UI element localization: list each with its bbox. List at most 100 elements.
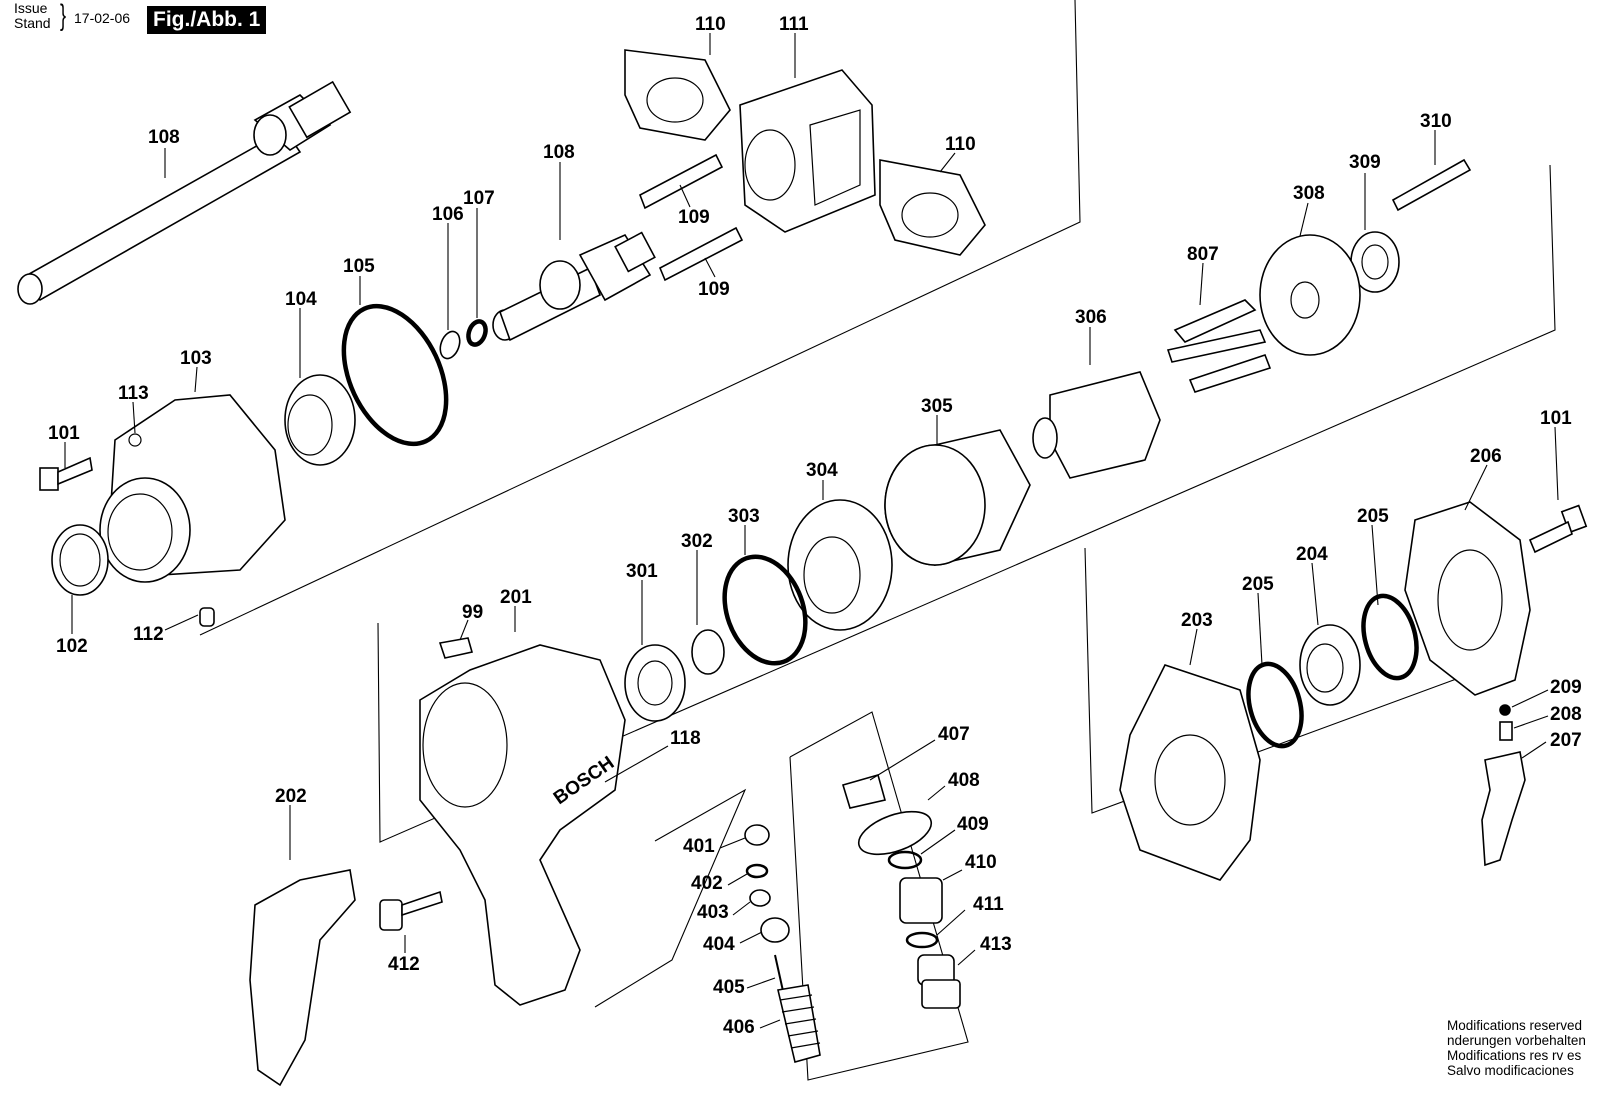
part-label: 409 [957,814,989,835]
leader-lines [64,33,1559,1029]
endplate-group-frame [1084,547,1509,814]
part-label: 103 [180,348,212,369]
part-label: 205 [1357,506,1389,527]
modifications-note: Modifications reserved nderungen vorbeha… [1447,1018,1586,1078]
o-ring-411-part [905,931,939,949]
valve-seat-part [760,917,790,943]
reverse-lever-part [1481,751,1526,867]
part-label: 412 [388,954,420,975]
part-label: 108 [148,127,180,148]
part-label: 205 [1242,574,1274,595]
o-ring-402-part [745,863,769,879]
pin-lower-part [658,226,744,282]
footer-line: Modifications reserved [1447,1018,1583,1033]
part-label: 209 [1550,677,1582,698]
part-label: 207 [1550,730,1582,751]
part-label: 118 [670,728,701,749]
trigger-part [379,890,443,931]
part-label: 110 [945,134,976,155]
part-label: 112 [133,624,164,645]
part-label: 111 [779,14,809,35]
plug-part [199,607,215,627]
part-label: 309 [1349,152,1381,173]
anvil-part [492,231,656,342]
part-label: 407 [938,724,970,745]
part-number-labels: 108 108 110 110 111 109 109 106 107 105 … [48,14,1582,1038]
inlet-bushing-part [899,877,943,924]
issue-date: 17-02-06 [74,10,131,26]
part-label: 413 [980,934,1012,955]
part-label: 302 [681,531,713,552]
part-label: 204 [1296,544,1328,565]
spacer-ring-part [691,629,725,675]
air-inlet-fitting-part [917,954,961,1009]
deflector-part [841,774,886,809]
handle-grip-part [249,869,356,1087]
part-label: 101 [48,423,80,444]
part-label: 304 [806,460,838,481]
retaining-ring-part [439,330,461,360]
part-label: 308 [1293,183,1325,204]
part-label: 101 [1540,408,1572,429]
part-label: 807 [1187,244,1219,265]
part-label: 102 [56,636,88,657]
pin-310-part [1391,158,1472,212]
part-label: 106 [432,204,464,225]
gear-group-frame [199,0,1081,636]
front-plate-part [787,499,893,631]
vanes-part [1166,299,1272,393]
ball-bearing-front-part [624,644,686,722]
rotor-part [1032,371,1161,479]
footer-line: Salvo modificaciones [1447,1063,1574,1078]
cylinder-part [884,429,1031,567]
o-ring-205b-part [1361,593,1419,681]
bushing-part [284,374,356,466]
part-label: 113 [118,383,149,404]
screw-right-part [1528,504,1588,554]
gasket-part [1119,664,1261,881]
footer-line: Modifications res rv es [1447,1048,1582,1063]
filter-screen-part [857,810,933,856]
inlet-group-frame [789,711,969,1081]
part-label: 401 [683,836,715,857]
seal-ring-part [51,524,109,596]
part-label: 110 [695,14,726,35]
part-label: 403 [697,902,729,923]
part-label: 206 [1470,446,1502,467]
part-label: 202 [275,786,307,807]
hammer-dog-top-part [624,49,731,141]
figure-title: Fig./Abb. 1 [147,6,267,34]
part-label: 408 [948,770,980,791]
brace-glyph: } [60,0,67,32]
part-label: 104 [285,289,317,310]
o-ring-303-part [722,554,808,666]
issue-stand-labels: Issue Stand [14,1,64,31]
part-label: 303 [728,506,760,527]
main-housing-part: BOSCH [419,644,626,1006]
part-label: 107 [463,188,495,209]
ball-part [1499,704,1511,716]
rear-plate-part [1259,234,1361,356]
part-label: 411 [973,894,1004,915]
o-ring-large-part [341,303,449,447]
anvil-shaft-part [17,80,352,305]
motor-group-frame [377,164,1556,843]
hammer-dog-bottom-part [879,159,986,256]
part-label: 108 [543,142,575,163]
valve-group-frame [594,788,747,1008]
part-label: 306 [1075,307,1107,328]
front-housing-part [99,394,286,583]
part-label: 105 [343,256,375,277]
part-label: 406 [723,1017,755,1038]
part-label: 109 [678,207,710,228]
part-label: 410 [965,852,997,873]
part-label: 310 [1420,111,1452,132]
footer-line: nderungen vorbehalten [1447,1033,1586,1048]
nameplate-part [438,637,474,659]
o-ring-205a-part [1246,661,1304,749]
part-label: 99 [462,602,483,623]
hammer-cage-part [739,69,876,233]
part-label: 208 [1550,704,1582,725]
part-label: 109 [698,279,730,300]
